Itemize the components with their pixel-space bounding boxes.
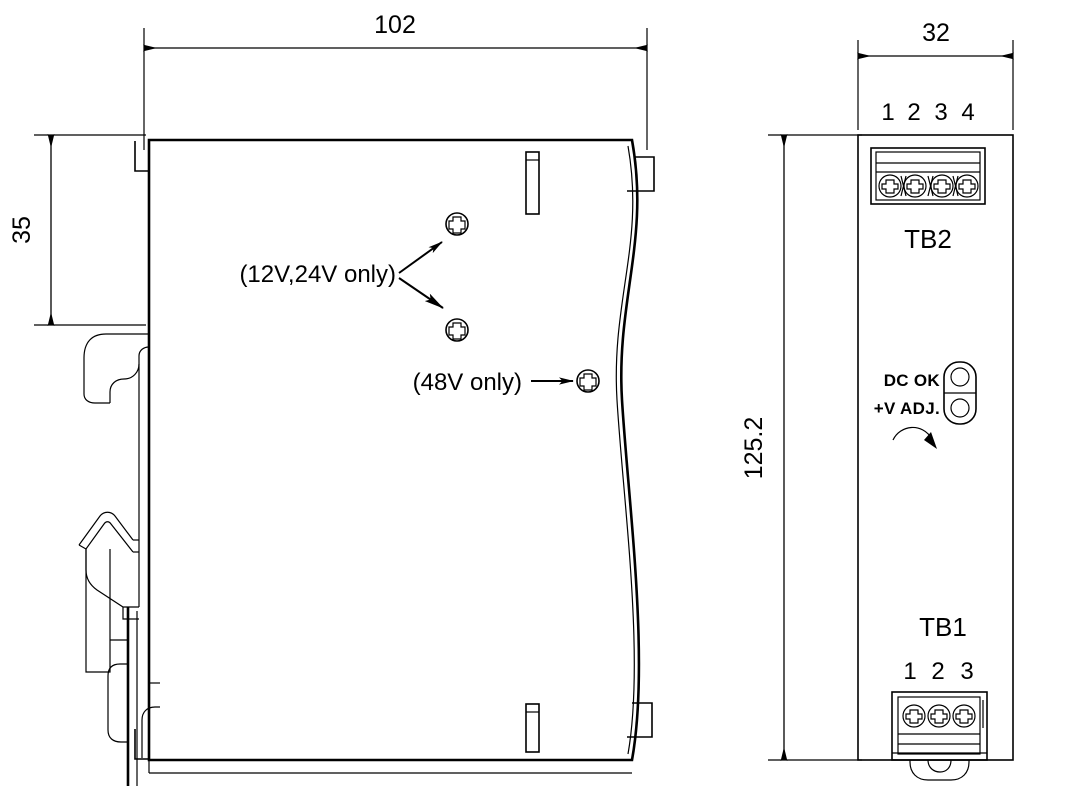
front-view-group: (12V,24V only) (48V only) <box>78 138 655 786</box>
tb1-pin-label-2: 2 <box>931 658 944 685</box>
led-indicator-icon <box>950 367 970 387</box>
vent-slot-bottom <box>525 703 540 753</box>
dc-ok-label: DC OK <box>884 371 941 390</box>
dimension-width-32: 32 <box>857 19 1014 130</box>
enclosure-body-inner-edge <box>615 145 635 755</box>
tb1-pin-label-3: 3 <box>960 658 973 685</box>
tb2-pin-label-3: 3 <box>934 99 947 126</box>
phillips-screw-icon-upper <box>445 212 469 236</box>
note-label-48v: (48V only) <box>413 369 522 396</box>
dimension-label-width-32: 32 <box>922 19 950 47</box>
tb2-pin-label-1: 1 <box>881 99 894 126</box>
vent-slot-top <box>525 151 540 215</box>
clip-grip-slot-lower-body <box>107 676 128 743</box>
clip-grip-slot-outer <box>85 549 111 673</box>
dimension-label-height-125-2: 125.2 <box>740 417 768 480</box>
phillips-screw-icon-lower <box>445 318 469 342</box>
clip-lower-notch <box>141 706 160 721</box>
din-rail-clip-assembly <box>78 333 160 786</box>
body-right-top-tab <box>627 156 655 192</box>
clip-lower-body <box>85 549 139 608</box>
clip-upper-bracket-left <box>83 358 110 404</box>
note-label-12v-24v: (12V,24V only) <box>239 261 396 288</box>
dimension-label-height-35: 35 <box>8 216 36 244</box>
tb2-pin-label-2: 2 <box>907 99 920 126</box>
terminal-block-tb1 <box>891 691 988 761</box>
phillips-screw-icon-48v <box>576 369 600 393</box>
clip-upper-hook <box>109 346 150 403</box>
body-bottom-left-tab <box>134 729 149 760</box>
leader-line-12v-24v-upper <box>398 241 443 274</box>
clip-grip-slot-lower <box>107 663 128 677</box>
enclosure-body-outline <box>147 138 641 762</box>
dimension-height-125-2: 125.2 <box>740 134 862 761</box>
tb2-screw-2 <box>903 174 927 198</box>
v-adj-label: +V ADJ. <box>874 399 940 418</box>
indicator-housing <box>943 361 977 425</box>
clip-upper-bracket-top <box>83 333 149 359</box>
dimension-width-102: 102 <box>143 11 648 150</box>
dimension-label-width-102: 102 <box>374 11 416 39</box>
tb1-label: TB1 <box>919 612 967 642</box>
terminal-block-tb2 <box>870 147 986 205</box>
tb2-label: TB2 <box>904 224 952 254</box>
clip-spring-lower-arm <box>78 521 134 553</box>
tb1-screw-3 <box>952 704 976 728</box>
curved-arrow-icon <box>892 426 937 449</box>
potentiometer-icon <box>950 398 970 418</box>
tb1-screw-1 <box>902 704 926 728</box>
tb1-screw-2 <box>927 704 951 728</box>
side-view-group: 1 2 3 4 <box>857 99 1014 781</box>
tb1-bottom-foot <box>892 752 987 781</box>
clip-lower-step <box>122 607 139 620</box>
dimension-height-35: 35 <box>8 134 146 326</box>
tb2-screw-1 <box>878 174 902 198</box>
leader-line-12v-24v-lower <box>398 277 444 309</box>
body-right-bottom-tab <box>627 702 653 738</box>
tb1-pin-label-1: 1 <box>903 658 916 685</box>
tb2-screw-3 <box>930 174 954 198</box>
body-top-left-tab <box>134 141 149 172</box>
tb2-screw-4 <box>955 174 979 198</box>
clip-spring-upper-arm <box>78 511 134 546</box>
tb2-pin-label-4: 4 <box>961 99 974 126</box>
